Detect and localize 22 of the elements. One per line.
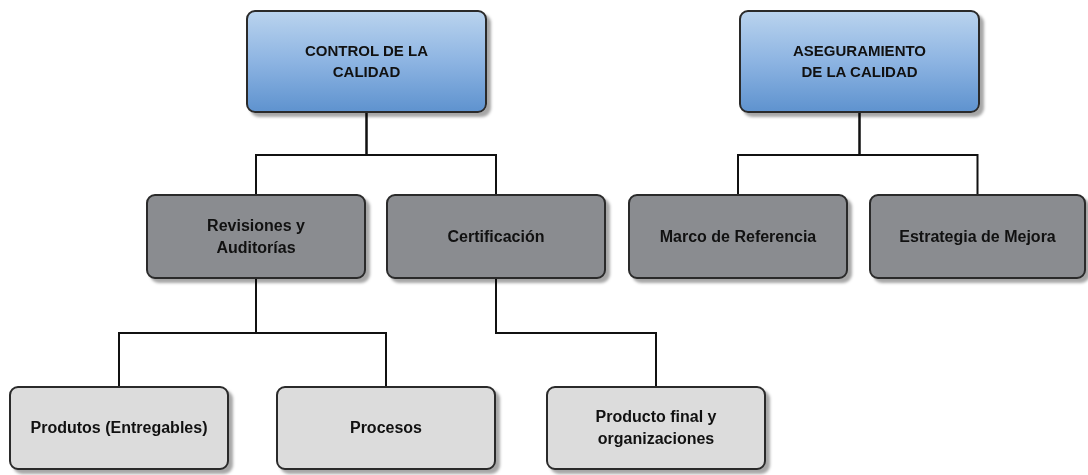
process-box [739,10,980,113]
process-box [276,386,496,470]
process-box [869,194,1086,279]
connector-line [858,112,979,195]
connector-line [365,112,497,195]
process-box [628,194,848,279]
connector-line [255,278,387,387]
node-label: Revisiones y Auditorías [206,215,306,258]
process-box [146,194,366,279]
node-label: Marco de Referencia [659,226,817,247]
process-box [9,386,229,470]
node-label: ASEGURAMIENTO DE LA CALIDAD [791,41,928,82]
process-box [546,386,766,470]
node-label: CONTROL DE LA CALIDAD [303,41,430,82]
node-label: Produtos (Entregables) [30,418,208,439]
connector-line [495,278,657,387]
process-box [246,10,487,113]
process-box [386,194,606,279]
node-label: Certificación [447,226,545,247]
node-label: Estrategia de Mejora [899,226,1056,247]
node-label: Producto final y organizaciones [594,407,718,449]
node-label: Procesos [349,418,422,439]
